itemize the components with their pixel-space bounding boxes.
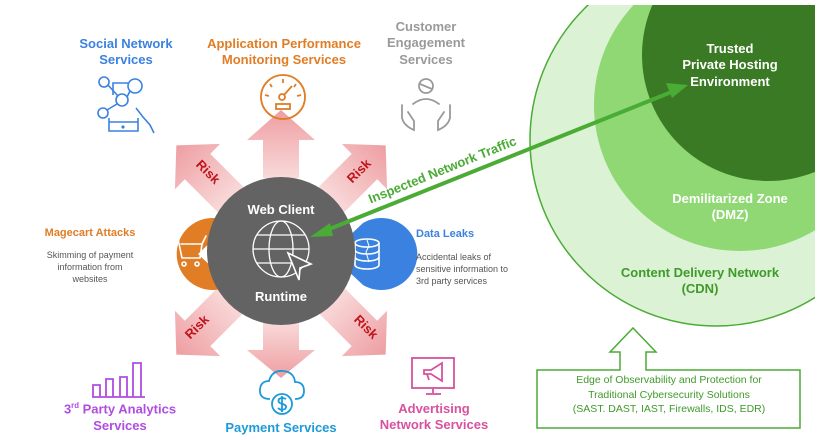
service-analytics-line-1: 3rd Party Analytics [40, 401, 200, 418]
edge-box-text: Edge of Observability and Protection for… [540, 373, 798, 417]
magecart-desc-line-3: websites [72, 274, 108, 285]
magecart-desc-line-2: information from [57, 262, 123, 273]
risk-arrow-analytics [174, 286, 245, 357]
analytics-line-1-rest: Party Analytics [78, 401, 177, 417]
threat-magecart-bubble [171, 217, 231, 290]
service-apm-line-2: Monitoring Services [221, 52, 347, 68]
trusted-line-1: Trusted [706, 41, 754, 56]
inspected-traffic-arrow [310, 83, 688, 237]
service-customer-line-3: Services [399, 51, 453, 67]
dataleaks-desc-line-1: Accidental leaks of [416, 252, 492, 262]
shopping-cart-icon [171, 235, 207, 267]
traffic-arrow-label: Inspected Network Traffic [366, 133, 518, 206]
runtime-title: Runtime [255, 289, 307, 304]
speedometer-icon [260, 74, 306, 120]
trusted-line-2: Private Hosting [682, 57, 778, 73]
service-advertising-line-2: Network Services [379, 417, 489, 433]
threat-dataleaks-title: Data Leaks [416, 228, 475, 240]
zone-trusted [642, 5, 815, 181]
service-analytics-label: 3rd Party Analytics Services [40, 401, 200, 434]
threat-dataleaks-description: Accidental leaks of sensitive informatio… [416, 251, 546, 287]
edge-up-arrow [536, 326, 801, 429]
zone-dmz-label: Demilitarized Zone (DMZ) [650, 191, 810, 224]
dataleaks-desc-line-2: sensitive information to [416, 264, 509, 275]
social-network-phone-icon [97, 76, 155, 134]
service-customer-line-1: Customer [395, 19, 457, 34]
dmz-line-1: Demilitarized Zone [672, 191, 788, 206]
threat-magecart-title: Magecart Attacks [44, 227, 136, 239]
risk-arrow-social [174, 143, 245, 214]
person-hands-icon [401, 78, 451, 132]
service-customer-line-2: Engagement [386, 35, 465, 51]
edge-line-3: (SAST. DAST, IAST, Firewalls, IDS, EDR) [572, 403, 766, 416]
cloud-dollar-icon [259, 370, 305, 415]
web-client-title: Web Client [247, 202, 315, 217]
risk-arrow-apm [247, 110, 315, 178]
edge-line-1: Edge of Observability and Protection for [576, 374, 762, 386]
analytics-prefix: 3 [63, 401, 72, 417]
magecart-desc-line-1: Skimming of payment [46, 250, 134, 260]
threat-magecart-description: Skimming of payment information from web… [35, 249, 145, 285]
dmz-line-2: (DMZ) [711, 207, 749, 223]
service-analytics-line-2: Services [93, 417, 147, 433]
risk-arrow-payment [247, 322, 315, 378]
service-advertising-label: Advertising Network Services [366, 401, 502, 434]
monitor-megaphone-icon [411, 357, 455, 395]
globe-cursor-icon [252, 220, 314, 281]
risk-arrow-customer [317, 143, 388, 214]
zone-cdn-label: Content Delivery Network (CDN) [600, 265, 800, 298]
service-social-line-1: Social Network [79, 36, 173, 51]
risk-arrows [174, 110, 388, 378]
service-social-line-2: Services [99, 52, 153, 68]
cdn-line-2: (CDN) [681, 281, 719, 297]
web-client-circle [207, 177, 355, 325]
cdn-line-1: Content Delivery Network [620, 265, 780, 280]
bar-chart-icon [92, 362, 145, 398]
analytics-sup: rd [71, 401, 79, 410]
dataleaks-desc-line-3: 3rd party services [416, 276, 488, 287]
service-apm-line-1: Application Performance [207, 36, 361, 51]
trusted-line-3: Environment [690, 73, 770, 89]
zone-trusted-label: Trusted Private Hosting Environment [660, 41, 800, 90]
edge-line-2: Traditional Cybersecurity Solutions [588, 388, 750, 401]
service-apm-label: Application Performance Monitoring Servi… [186, 36, 382, 69]
service-social-label: Social Network Services [56, 36, 196, 69]
service-payment-label: Payment Services [206, 420, 356, 436]
database-crack-icon [354, 238, 380, 270]
service-advertising-line-1: Advertising [398, 401, 470, 416]
risk-arrow-advertising [317, 286, 388, 357]
security-zones [529, 5, 815, 327]
service-customer-label: Customer Engagement Services [376, 19, 476, 68]
service-payment-line-1: Payment Services [225, 420, 337, 435]
